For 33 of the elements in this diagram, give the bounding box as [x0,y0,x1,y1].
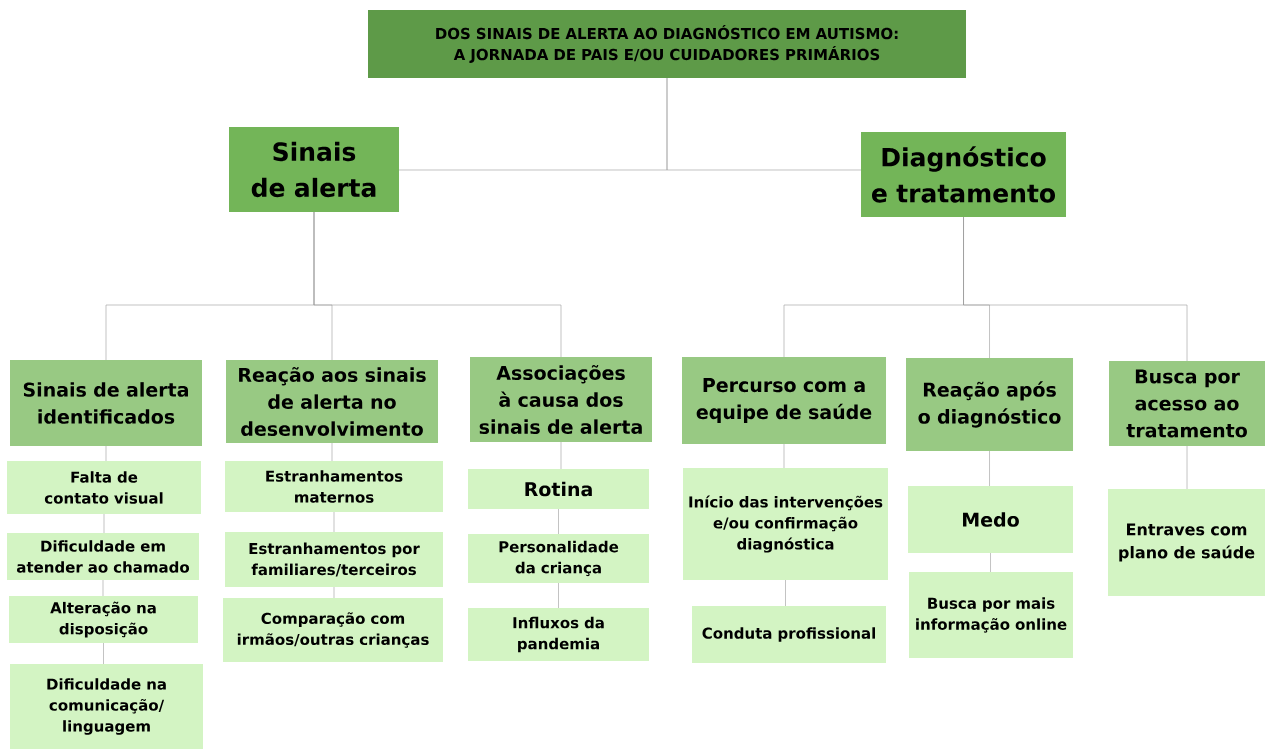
item-box: Falta de contato visual [7,461,201,514]
item-box: Estranhamentos por familiares/terceiros [225,532,443,587]
connector-line [989,450,990,487]
connector-line [963,216,1188,362]
item-box: Início das intervenções e/ou confirmação diagnóstica [683,468,888,580]
topic-box: Sinais de alerta [229,127,399,212]
connector-line [785,579,786,607]
connector-line [103,642,104,665]
title-box: DOS SINAIS DE ALERTA AO DIAGNÓSTICO EM AUTISMO: A JORNADA DE PAIS E/OU CUIDADORES PRIMÁRIOS [368,10,966,78]
item-box: Busca por mais informação online [909,572,1073,658]
connector-line [313,211,562,358]
item-box: Alteração na disposição [9,596,198,643]
connector-line [666,77,862,171]
item-box: Estranhamentos maternos [225,461,443,512]
category-box: Percurso com a equipe de saúde [682,357,886,444]
topic-box: Diagnóstico e tratamento [861,132,1066,217]
item-box: Conduta profissional [692,606,886,663]
connector-line [558,582,559,609]
item-box: Comparação com irmãos/outras crianças [223,598,443,662]
item-box: Influxos da pandemia [468,608,649,661]
item-box: Dificuldade em atender ao chamado [7,533,199,580]
category-box: Reação após o diagnóstico [906,358,1073,451]
connector-line [990,552,991,573]
category-box: Busca por acesso ao tratamento [1109,361,1265,446]
item-box: Rotina [468,469,649,509]
item-box: Dificuldade na comunicação/ linguagem [10,664,203,749]
category-box: Sinais de alerta identificados [10,360,202,446]
item-box: Entraves com plano de saúde [1108,489,1265,596]
connector-line [558,508,559,535]
item-box: Medo [908,486,1073,553]
item-box: Personalidade da criança [468,534,649,583]
category-box: Reação aos sinais de alerta no desenvolvimento [226,360,438,443]
category-box: Associações à causa dos sinais de alerta [470,357,652,442]
